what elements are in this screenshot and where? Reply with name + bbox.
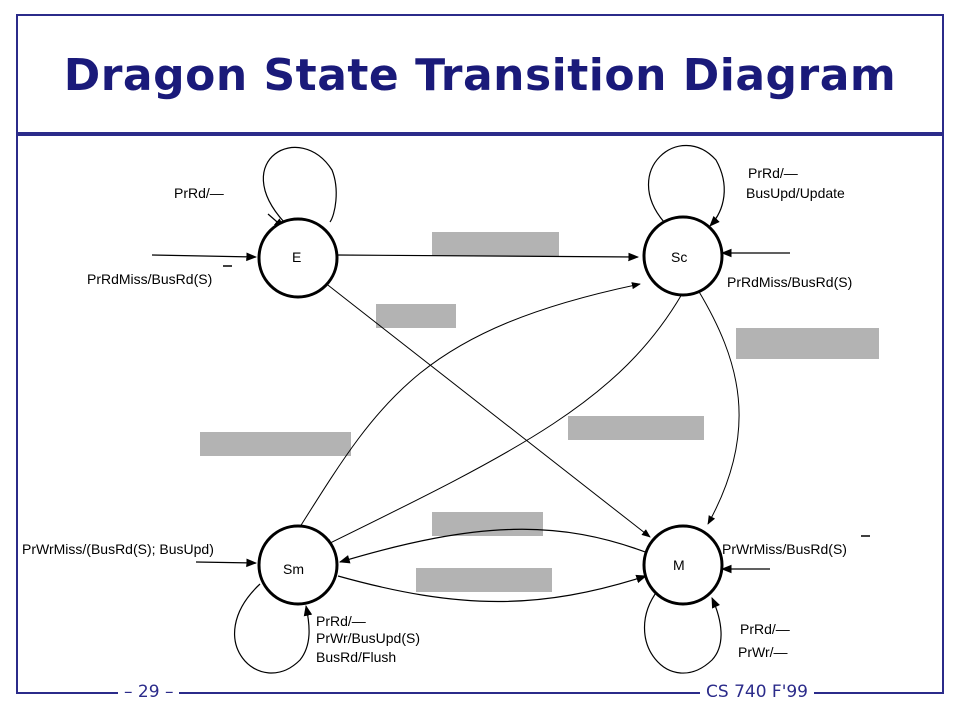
transition-m-to-sm (338, 528, 649, 564)
transition-sc-to-m (697, 289, 740, 525)
label-sm-self-2: PrWr/BusUpd(S) (316, 630, 420, 646)
label-m-self-2: PrWr/— (738, 644, 788, 660)
label-sm-entry: PrWrMiss/(BusRd(S); BusUpd) (22, 541, 214, 557)
redacted-label-sc-m (736, 328, 879, 359)
self-loop-e (262, 146, 337, 223)
state-e-label: E (292, 249, 301, 265)
label-e-self: PrRd/— (174, 185, 224, 201)
page-title: Dragon State Transition Diagram (63, 50, 897, 101)
state-sm: Sm (257, 524, 339, 606)
state-sc: Sc (642, 215, 724, 297)
self-loop-sm (234, 583, 313, 674)
label-sc-self-2: BusUpd/Update (746, 185, 845, 201)
redacted-label-sm-m (416, 568, 552, 592)
redacted-label-m-sm (432, 512, 543, 536)
transition-e-to-m (323, 281, 651, 538)
state-sc-label: Sc (671, 249, 687, 265)
redacted-label-sc-sm (568, 416, 704, 440)
label-sc-self-1: PrRd/— (748, 165, 798, 181)
label-sc-entry: PrRdMiss/BusRd(S) (727, 274, 852, 290)
transition-sm-to-m (337, 574, 648, 603)
entry-arrow-e (151, 252, 258, 262)
title-divider (16, 132, 944, 136)
state-m-label: M (673, 557, 685, 573)
redacted-label-sm-sc (200, 432, 351, 456)
transition-sm-to-sc (297, 282, 641, 531)
page-number: – 29 – (118, 682, 180, 702)
transition-e-to-sc (335, 252, 640, 262)
course-label: CS 740 F'99 (700, 682, 814, 702)
entry-arrow-sm (195, 558, 258, 568)
label-sm-self-1: PrRd/— (316, 613, 366, 629)
state-e: E (257, 217, 339, 299)
label-m-self-1: PrRd/— (740, 621, 790, 637)
title-frame (16, 14, 944, 134)
label-sm-self-3: BusRd/Flush (316, 649, 396, 665)
self-loop-sc (647, 144, 725, 227)
redacted-label-e-sc (432, 232, 559, 256)
redacted-label-e-m (376, 304, 456, 328)
state-m: M (642, 524, 724, 606)
transition-sc-to-sm (323, 293, 683, 547)
self-loop-m (643, 589, 722, 674)
state-sm-label: Sm (283, 561, 304, 577)
label-e-entry: PrRdMiss/BusRd(S) (87, 271, 212, 287)
label-m-entry: PrWrMiss/BusRd(S) (722, 541, 847, 557)
